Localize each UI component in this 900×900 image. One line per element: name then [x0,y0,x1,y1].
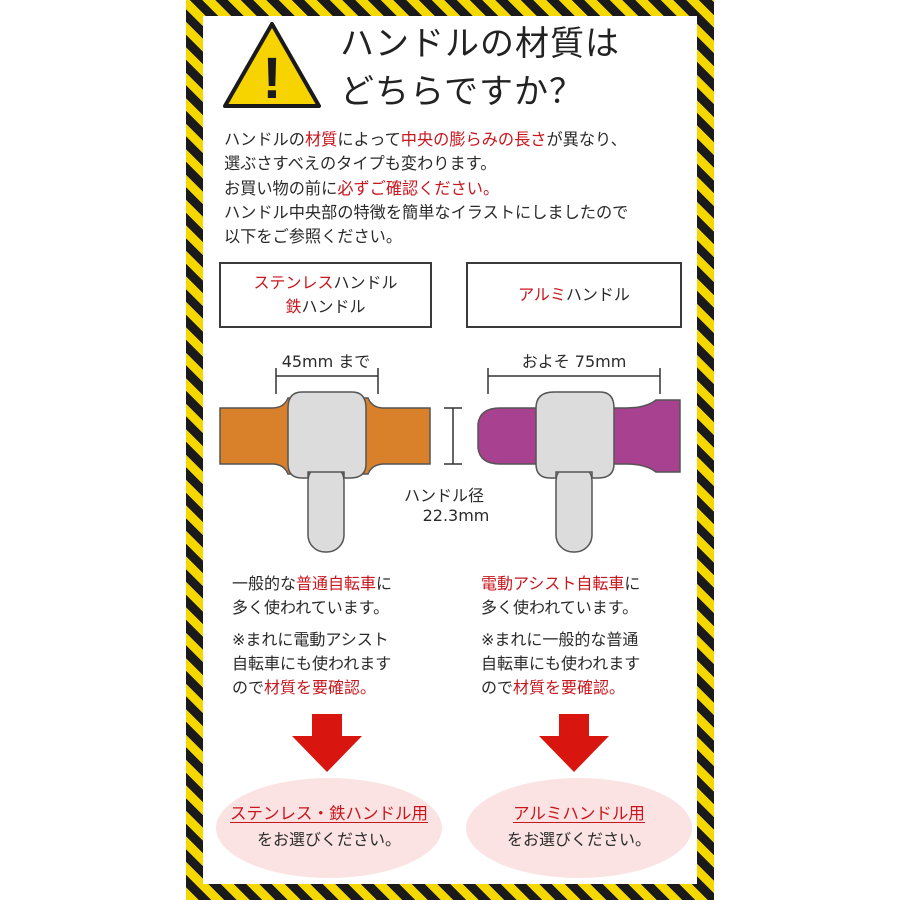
text-segment: ので [232,678,265,697]
aluminum-length-dimension-line [487,368,661,394]
aluminum-handle-box: アルミハンドル [466,262,682,328]
aluminum-result-ellipse [466,778,692,878]
text-segment: 電動アシスト自転車 [481,574,625,593]
aluminum-desc-line2: 多く使われています。 [481,598,639,617]
steel-handle-stem [307,463,345,553]
intro-line5: 以下をご参照ください。 [224,227,403,246]
page-title-line1: ハンドルの材質は [340,24,620,64]
aluminum-handle-stem [555,463,593,553]
aluminum-note-line3: ので材質を要確認。 [481,676,625,700]
steel-result-subtitle: をお選びください。 [256,830,401,849]
steel-handle-clamp [287,391,367,479]
aluminum-down-arrow-icon [539,714,609,772]
aluminum-result-subtitle: をお選びください。 [506,830,651,849]
aluminum-handle-clamp [535,391,615,479]
warning-icon: ! [223,22,321,110]
text-segment: によって [337,130,401,149]
steel-result-title: ステンレス・鉄ハンドル用 [230,804,428,823]
text-segment: ステンレス [253,273,334,292]
aluminum-note-line2: 自転車にも使われます [481,654,641,673]
handle-diameter-label: ハンドル径 [403,486,484,505]
intro-line3: お買い物の前に必ずご確認ください。 [224,177,499,201]
steel-box-line2: 鉄ハンドル [285,295,365,319]
text-segment: ハンドル [333,273,398,292]
intro-line2: 選ぶさすべえのタイプも変わります。 [224,154,497,173]
text-segment: が異なり、 [546,130,627,149]
text-segment: お買い物の前に [224,179,338,198]
steel-iron-handle-box: ステンレスハンドル 鉄ハンドル [219,262,432,328]
text-segment: に [624,574,641,593]
steel-bulge-length-label: 45mm まで [281,352,371,371]
text-segment: に [376,574,393,593]
text-segment: 材質を要確認。 [264,678,377,697]
text-segment: ハンドル [301,297,366,316]
page-title-line2: どちらですか？ [340,72,584,112]
steel-note-line3: ので材質を要確認。 [232,676,376,700]
steel-note-line2: 自転車にも使われます [232,654,392,673]
text-segment: 中央の膨らみの長さ [400,130,547,149]
svg-text:!: ! [262,46,281,110]
steel-box-line1: ステンレスハンドル [253,271,397,295]
text-segment: 必ずご確認ください。 [337,179,500,198]
aluminum-result-title: アルミハンドル用 [513,804,645,823]
aluminum-bulge-length-label: およそ 75mm [521,352,627,371]
steel-desc-line2: 多く使われています。 [232,598,390,617]
steel-note-line1: ※まれに電動アシスト [232,630,389,649]
intro-line1: ハンドルの材質によって中央の膨らみの長さが異なり、 [224,128,627,152]
aluminum-desc-line1: 電動アシスト自転車に [481,572,640,596]
diameter-dimension-line [444,407,462,465]
steel-down-arrow-icon [292,714,362,772]
handle-diameter-value: 22.3mm [422,506,490,525]
steel-desc-line1: 一般的な普通自転車に [232,572,392,596]
text-segment: 材質 [304,130,338,149]
intro-line4: ハンドル中央部の特徴を簡単なイラストにしましたので [224,203,629,222]
steel-result-ellipse [216,778,442,878]
aluminum-box-line1: アルミハンドル [518,283,630,307]
text-segment: 普通自転車 [296,574,377,593]
text-segment: 鉄 [285,297,302,316]
text-segment: アルミ [518,285,566,304]
text-segment: ハンドル [565,285,630,304]
text-segment: ので [481,678,514,697]
text-segment: ハンドルの [224,130,305,149]
text-segment: 材質を要確認。 [513,678,626,697]
text-segment: 一般的な [232,574,297,593]
steel-length-dimension-line [275,368,379,394]
handle-illustration [219,368,681,553]
aluminum-note-line1: ※まれに一般的な普通 [481,630,639,649]
